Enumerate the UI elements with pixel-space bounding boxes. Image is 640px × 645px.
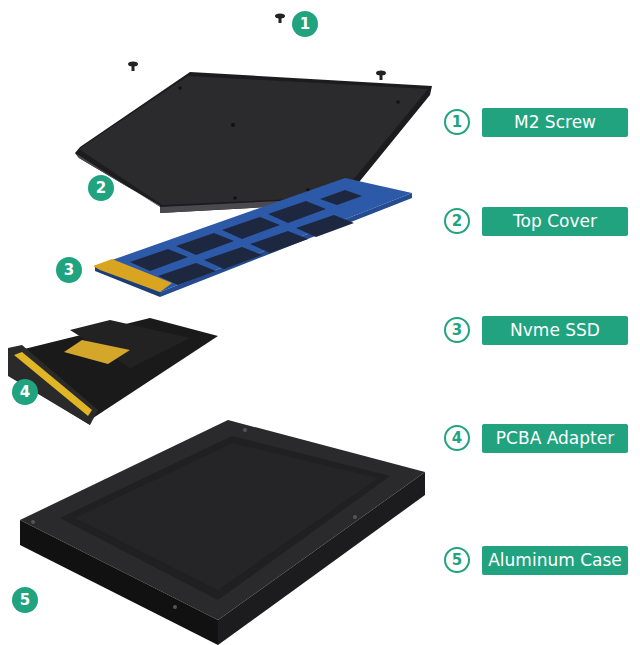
pcba-adapter	[8, 318, 218, 425]
callout-number-box: 2	[88, 175, 114, 201]
legend-label-box: Top Cover	[482, 207, 628, 236]
legend-number-box: 1	[444, 109, 470, 135]
callout-number-box: 3	[56, 257, 82, 283]
legend-label: Aluminum Case	[488, 550, 622, 570]
callout-number: 1	[300, 15, 310, 33]
callout-number-box: 4	[12, 379, 38, 405]
legend-number: 1	[452, 113, 462, 131]
callout-number: 5	[20, 591, 30, 609]
legend-number: 2	[452, 212, 462, 230]
legend-number-box: 3	[444, 317, 470, 343]
legend-number: 5	[452, 551, 462, 569]
legend-number: 3	[452, 321, 462, 339]
legend-label: PCBA Adapter	[496, 428, 614, 448]
legend-number-box: 5	[444, 547, 470, 573]
legend-number: 4	[452, 429, 462, 447]
legend-label-box: PCBA Adapter	[482, 424, 628, 453]
callout-number-box: 1	[292, 11, 318, 37]
legend-label-box: Aluminum Case	[482, 546, 628, 575]
legend-label: M2 Screw	[514, 112, 596, 132]
nvme-ssd	[93, 178, 412, 297]
aluminum-case	[20, 420, 425, 645]
legend-number-box: 4	[444, 425, 470, 451]
callout-number: 4	[20, 383, 30, 401]
callout-number: 2	[96, 179, 106, 197]
callout-number: 3	[64, 261, 74, 279]
legend-label: Top Cover	[513, 211, 597, 231]
legend-number-box: 2	[444, 208, 470, 234]
legend-label-box: Nvme SSD	[482, 316, 628, 345]
legend-label: Nvme SSD	[510, 320, 600, 340]
screw	[128, 14, 386, 81]
callout-number-box: 5	[12, 587, 38, 613]
legend-label-box: M2 Screw	[482, 108, 628, 137]
